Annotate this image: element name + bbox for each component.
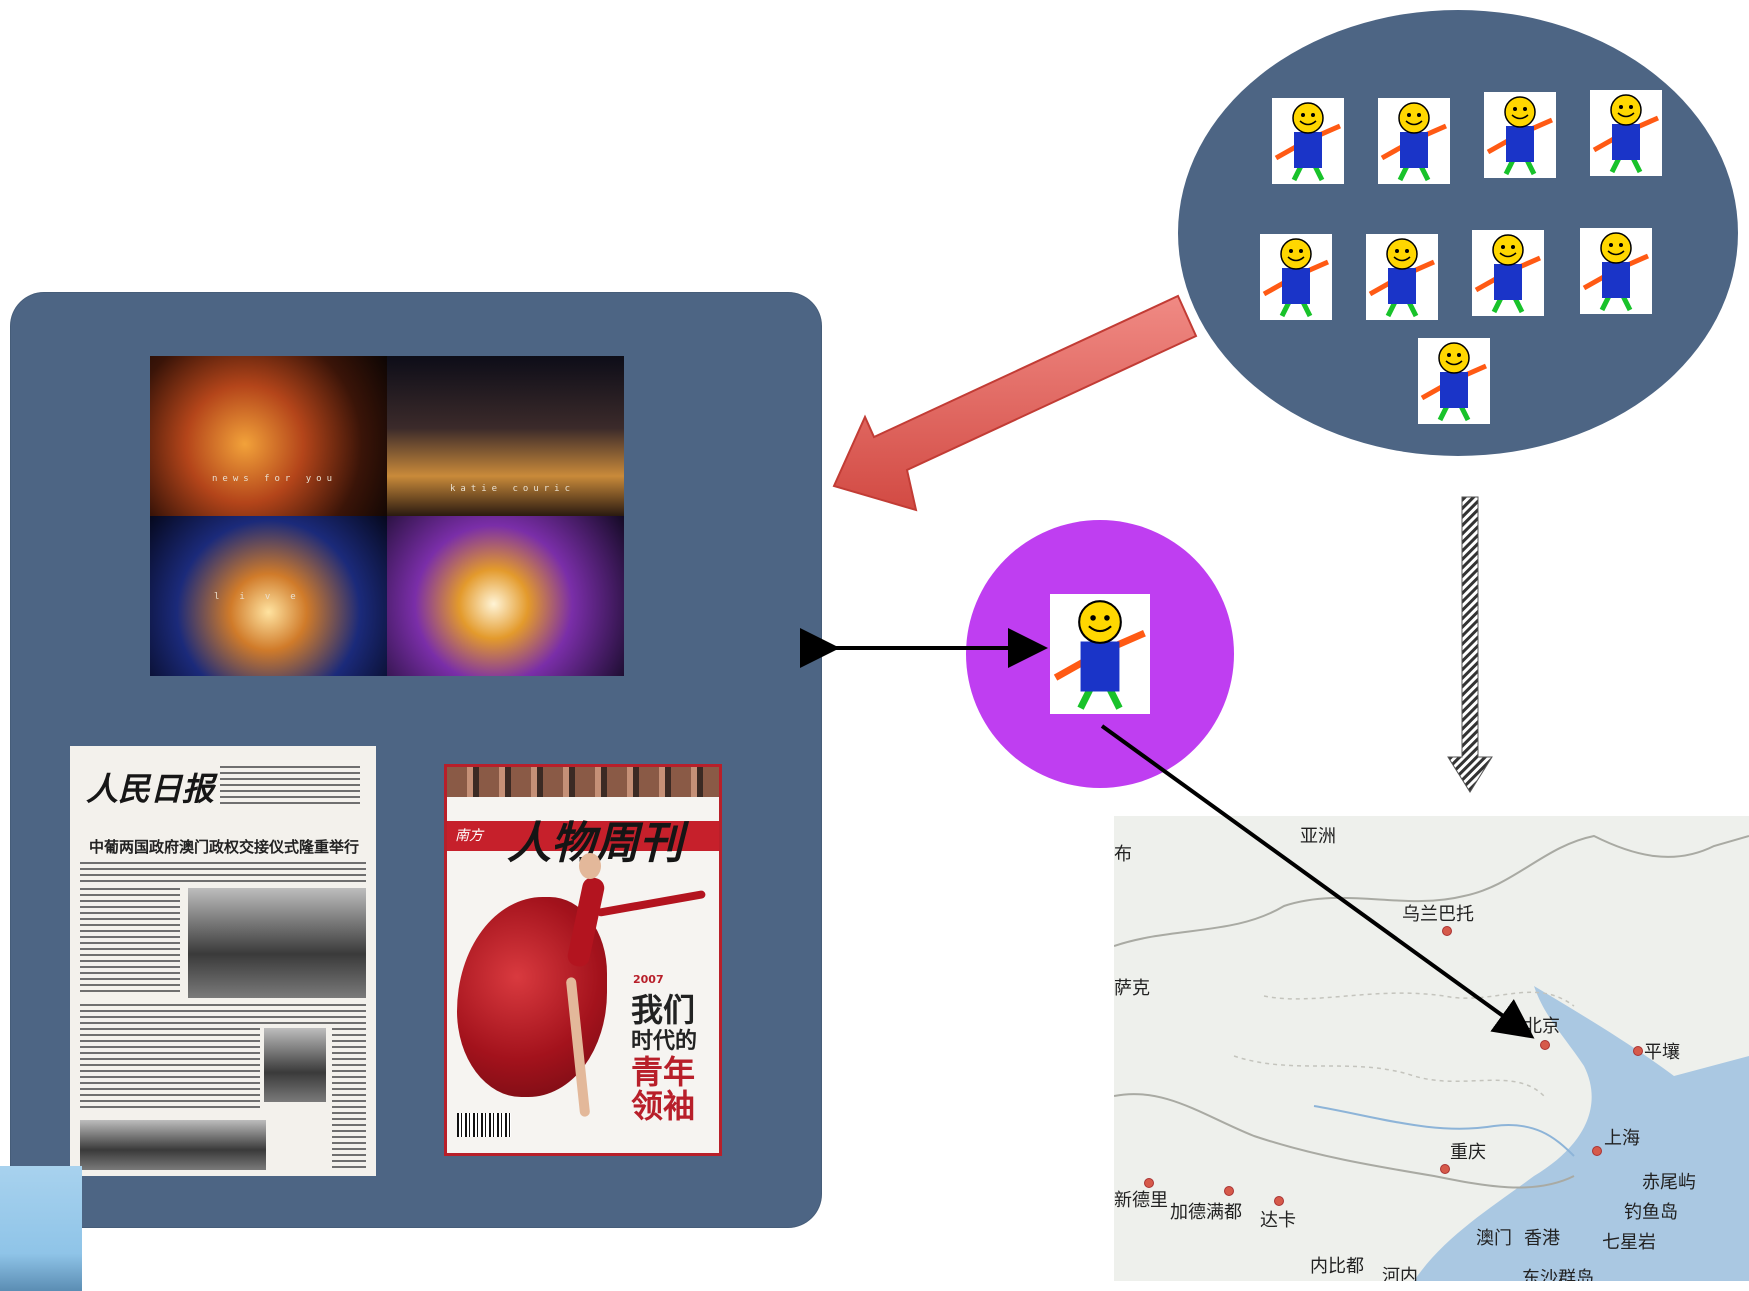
magazine-year: 2007 [633,973,664,986]
newspaper-column-2 [80,1028,260,1112]
tv-caption-3: live [214,592,316,602]
magazine-cover-image: 南方 人物周刊 2007 我们 时代的 青年 领袖 [444,764,722,1156]
person-icon [1260,234,1332,320]
newspaper-photo-portrait [264,1028,326,1102]
tv-still-1 [150,356,387,516]
magazine-dancer-head [579,853,601,879]
map-city-dot-kathmandu [1224,1186,1234,1196]
map-label-diaoyu: 钓鱼岛 [1624,1202,1678,1223]
newspaper-photo-bottom [80,1120,266,1170]
big-arrow-icon [832,294,1198,512]
china-map: 亚洲 布 乌兰巴托 萨克 北京 平壤 上海 重庆 新德里 加德满都 达卡 赤尾屿… [1114,816,1749,1281]
tv-still-3 [150,516,387,676]
map-city-dot-new-delhi [1144,1178,1154,1188]
newspaper-photo-ceremony [188,888,366,998]
magazine-cover-line-1: 我们 [631,991,696,1029]
map-city-dot-dhaka [1274,1196,1284,1206]
map-label-hongkong: 香港 [1524,1228,1560,1249]
map-city-dot-shanghai [1592,1146,1602,1156]
map-city-dot-chongqing [1440,1164,1450,1174]
person-icon [1272,98,1344,184]
person-icon [1366,234,1438,320]
newspaper-subhead-lines [80,862,366,884]
map-label-dhaka: 达卡 [1260,1210,1296,1231]
hatched-arrow-icon [1447,496,1493,793]
map-label-pyongyang: 平壤 [1644,1042,1680,1063]
newspaper-column-1 [80,888,180,994]
newspaper-header-box [220,766,360,806]
map-sea [1414,986,1749,1281]
map-label-new-delhi: 新德里 [1114,1190,1168,1211]
magazine-cover-line-3: 青年 [631,1053,696,1091]
newspaper-column-3 [332,1028,366,1168]
map-label-kazakh: 萨克 [1114,978,1150,999]
map-label-kathmandu: 加德满都 [1170,1202,1242,1223]
person-icon [1472,230,1544,316]
tv-still-2 [387,356,624,516]
magazine-title-bar [447,821,719,851]
map-label-beijing: 北京 [1524,1016,1560,1037]
magazine-dancer-arm [596,889,707,917]
person-icon [1590,90,1662,176]
magazine-faces-strip [447,767,719,797]
map-city-dot-ulaanbaatar [1442,926,1452,936]
map-label-akasaki: 赤尾屿 [1642,1172,1696,1193]
map-border-north [1114,834,1749,947]
map-river [1313,1105,1575,1157]
tv-caption-1: news for you [212,474,338,484]
map-label-shichisei: 七星岩 [1602,1232,1656,1253]
map-label-hanoi: 河内 [1382,1266,1418,1281]
tv-still-4 [387,516,624,676]
tv-collage-image: news for you katie couric live [150,356,624,676]
map-province-lines-2 [1233,1055,1545,1097]
map-label-islands: 东沙群岛 [1522,1268,1594,1281]
corner-thumbnail [0,1166,82,1291]
map-city-dot-beijing [1540,1040,1550,1050]
magazine-cover-text: 我们 时代的 青年 领袖 [631,991,719,1125]
person-icon [1484,92,1556,178]
map-label-macau: 澳门 [1476,1228,1512,1249]
newspaper-image: 人民日报 中葡两国政府澳门政权交接仪式隆重举行 [70,746,376,1176]
map-province-lines [1263,991,1575,1007]
map-label-chongqing: 重庆 [1450,1142,1486,1163]
map-label-asia: 亚洲 [1300,826,1336,847]
person-icon [1580,228,1652,314]
newspaper-headline: 中葡两国政府澳门政权交接仪式隆重举行 [88,838,359,856]
magazine-barcode [457,1113,511,1137]
map-label-naypyidaw: 内比都 [1310,1256,1364,1277]
map-city-dot-pyongyang [1633,1046,1643,1056]
magazine-brand-prefix: 南方 [455,828,483,844]
newspaper-mid-lines [80,1004,366,1024]
individual-person-icon [1050,594,1150,714]
map-border-south [1114,1093,1575,1189]
map-label-edge: 布 [1114,844,1132,865]
magazine-cover-line-2: 时代的 [631,1028,698,1054]
map-label-ulaanbaatar: 乌兰巴托 [1402,904,1474,925]
map-label-shanghai: 上海 [1604,1128,1640,1149]
newspaper-masthead: 人民日报 [86,770,215,808]
magazine-cover-line-4: 领袖 [631,1087,696,1125]
person-icon [1418,338,1490,424]
person-icon [1378,98,1450,184]
tv-caption-2: katie couric [450,484,576,494]
